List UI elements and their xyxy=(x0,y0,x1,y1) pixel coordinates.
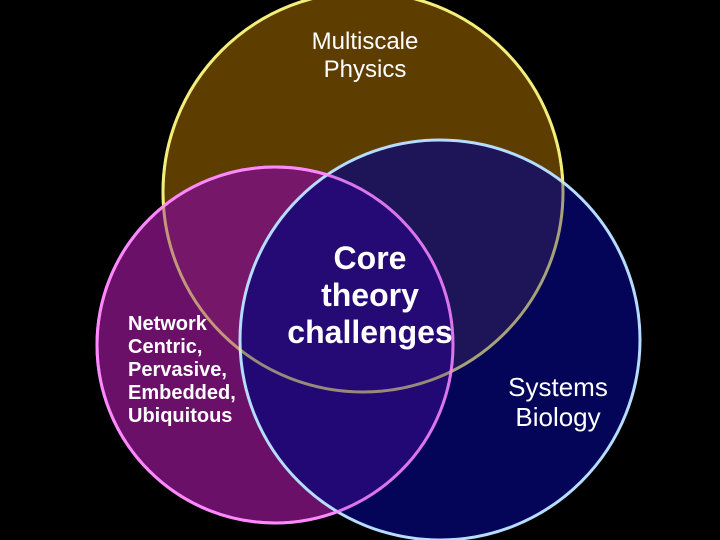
label-line: challenges xyxy=(287,313,453,350)
label-line: Physics xyxy=(323,55,407,83)
label-line: Core xyxy=(333,240,407,276)
label-line: Network xyxy=(128,313,207,335)
systems-biology-label: Systems Biology xyxy=(478,372,638,433)
label-line: Embedded, xyxy=(128,382,236,404)
label-line: theory xyxy=(321,276,419,313)
label-line: Biology xyxy=(515,401,601,432)
label-line: Pervasive, xyxy=(128,359,227,381)
network-centric-label: Network Centric, Pervasive, Embedded, Ub… xyxy=(128,313,236,428)
core-theory-label: Core theory challenges xyxy=(250,240,490,350)
label-line: Multiscale xyxy=(311,28,419,55)
label-line: Ubiquitous xyxy=(128,405,233,427)
network-centric-outline xyxy=(95,165,455,525)
multiscale-physics-label: Multiscale Physics xyxy=(230,28,500,83)
label-line: Centric, xyxy=(128,336,203,358)
multiscale-physics-outline xyxy=(161,0,565,394)
systems-biology-circle xyxy=(238,138,642,540)
label-line: Systems xyxy=(508,372,608,402)
